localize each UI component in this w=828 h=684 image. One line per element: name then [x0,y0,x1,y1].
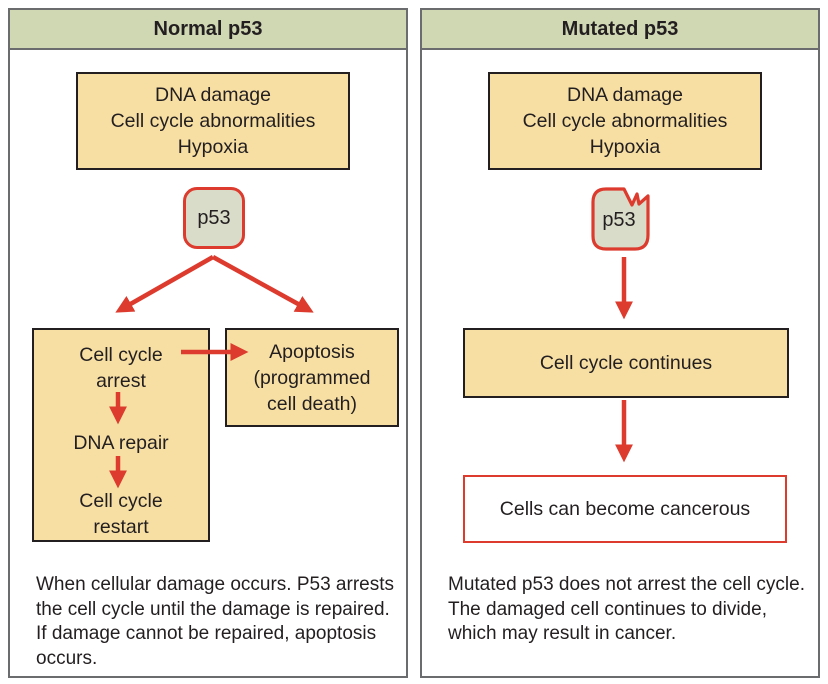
apoptosis-line2: (programmed [253,366,371,389]
mutated-p53-panel: Mutated p53 DNA damage Cell cycle abnorm… [420,8,820,678]
stimuli-box-mutated: DNA damage Cell cycle abnormalities Hypo… [488,72,762,170]
normal-p53-caption: When cellular damage occurs. P53 arrests… [36,574,394,669]
arrest-line2: arrest [96,370,146,392]
cell-cycle-continues-box: Cell cycle continues [463,328,789,398]
mutated-p53-header: Mutated p53 [422,10,818,50]
cell-cycle-arrest-box: Cell cycle arrest DNA repair Cell cycle … [32,328,210,542]
stimuli-line-hypoxia: Hypoxia [177,136,249,158]
p53-node-mutated: p53 [590,185,656,255]
restart-line1: Cell cycle [79,490,163,512]
apoptosis-line1: Apoptosis [269,340,355,363]
mutated-p53-caption: Mutated p53 does not arrest the cell cyc… [448,574,805,644]
arrest-step-label: Cell cycle arrest [34,342,208,394]
apoptosis-box: Apoptosis (programmed cell death) [225,328,399,427]
stimuli-box-normal: DNA damage Cell cycle abnormalities Hypo… [76,72,350,170]
p53-node-normal: p53 [183,187,245,249]
stimuli-line-dna-damage: DNA damage [155,84,271,106]
p53-mutated-label: p53 [602,208,636,231]
p53-mutated-cracked-shape [591,187,650,251]
p53-mutated-outline [591,187,650,251]
arrest-line1: Cell cycle [79,344,163,366]
stimuli-line-hypoxia: Hypoxia [589,136,661,158]
normal-p53-panel: Normal p53 DNA damage Cell cycle abnorma… [8,8,408,678]
dna-repair-label: DNA repair [73,432,169,454]
normal-p53-header: Normal p53 [10,10,406,50]
apoptosis-line3: cell death) [267,392,357,415]
stimuli-line-cell-cycle-abnormalities: Cell cycle abnormalities [110,110,316,132]
stimuli-line-dna-damage: DNA damage [567,84,683,106]
cell-cycle-restart-label: Cell cycle restart [34,488,208,540]
restart-line2: restart [93,516,149,538]
cells-cancerous-box: Cells can become cancerous [463,475,787,543]
stimuli-line-cell-cycle-abnormalities: Cell cycle abnormalities [522,110,728,132]
